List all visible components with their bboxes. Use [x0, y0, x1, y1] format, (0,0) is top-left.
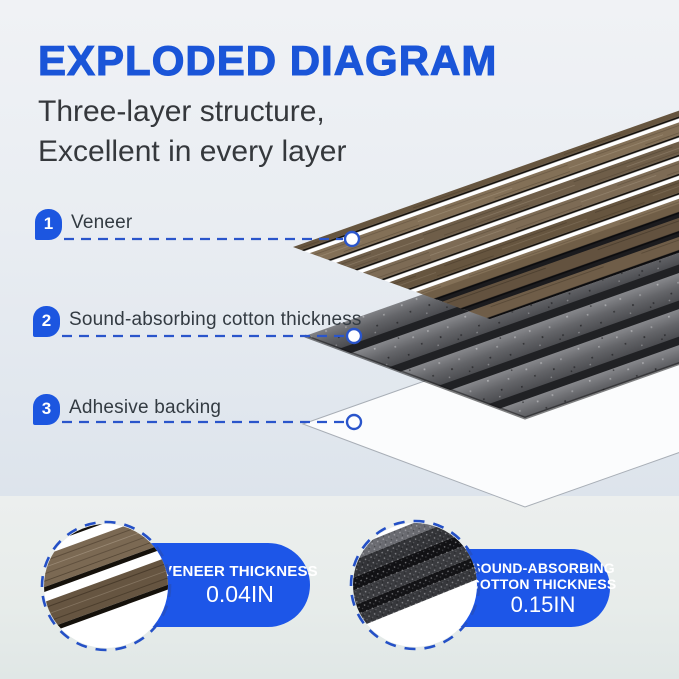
header: EXPLODED DIAGRAM Three-layer structure, … [37, 37, 498, 172]
dashed-ring [40, 520, 172, 652]
foam-detail-circle [349, 519, 481, 651]
veneer-thickness-title: VENEER THICKNESS [162, 562, 318, 580]
subtitle-line-2: Excellent in every layer [38, 135, 347, 168]
subtitle-line-1: Three-layer structure, [38, 95, 325, 128]
dashed-ring [349, 519, 481, 651]
wood-texture-closeup [44, 524, 168, 648]
layer-label-foam: Sound-absorbing cotton thickness [69, 309, 362, 330]
cotton-thickness-title-2: COTTON THICKNESS [469, 575, 617, 592]
foam-texture-closeup [353, 523, 477, 647]
number-badge-3: 3 [33, 394, 60, 425]
page-title: EXPLODED DIAGRAM [37, 37, 498, 84]
veneer-thickness-value: 0.04IN [206, 580, 274, 607]
leader-dot-backing [345, 413, 363, 431]
leader-dot-foam [345, 327, 363, 345]
layer-label-row-veneer: 1 Veneer [35, 209, 132, 240]
layer-label-veneer: Veneer [71, 212, 133, 233]
leader-dot-veneer [343, 230, 361, 248]
number-badge-2: 2 [33, 306, 60, 337]
foam-layer-edge [304, 334, 679, 420]
cotton-thickness-title-1: SOUND-ABSORBING [471, 559, 615, 576]
layer-label-backing: Adhesive backing [69, 397, 222, 418]
layer-label-row-backing: 3 Adhesive backing [33, 394, 221, 425]
number-badge-1: 1 [35, 209, 62, 240]
veneer-detail-circle [40, 520, 172, 652]
cotton-thickness-value: 0.15IN [510, 591, 576, 617]
layer-label-row-foam: 2 Sound-absorbing cotton thickness [33, 306, 362, 337]
